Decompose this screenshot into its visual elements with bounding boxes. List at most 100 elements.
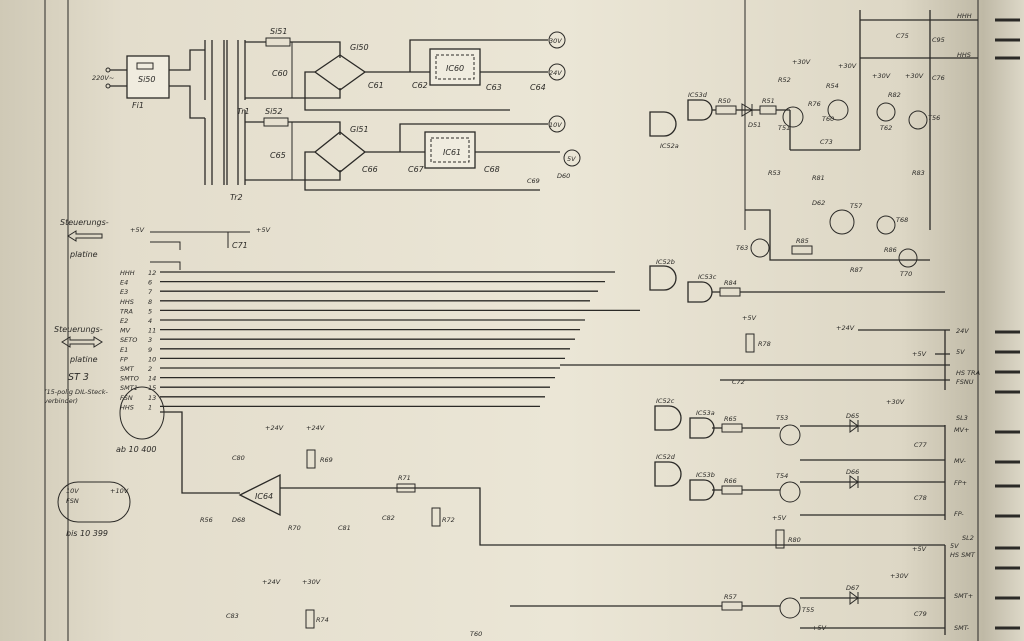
secondary1-wires	[245, 41, 341, 99]
t55-label: T55	[802, 606, 814, 614]
ab-label: ab 10 400	[116, 445, 157, 454]
p5-label: 5V	[956, 348, 965, 356]
pin-name-label: TRA	[120, 307, 133, 315]
mains-label: 220V~	[92, 74, 114, 82]
resistor-r72	[431, 507, 441, 527]
fuse-si52	[263, 117, 289, 127]
analog-section: IC64 +24V +24V C80 R69 R71 R70 C81 C82 R…	[160, 411, 945, 629]
plus24-label: +24V	[836, 324, 855, 332]
mains-terminal	[105, 83, 111, 89]
alt-fsn: FSN	[66, 497, 79, 505]
terminal-10v-label: 10V	[549, 121, 562, 129]
gate-ic53a	[689, 417, 715, 439]
resistor-r57	[721, 601, 743, 611]
smt-wire	[510, 597, 945, 607]
fuse-main-label: Si50	[138, 75, 155, 84]
r74-label: R74	[316, 616, 329, 624]
pin-number-label: 14	[148, 375, 156, 383]
rail-10v-top	[399, 123, 548, 152]
r80-label: R80	[788, 536, 801, 544]
pin-number-label: 15	[148, 384, 156, 392]
ic53c-label: IC53c	[698, 273, 717, 281]
c82-label: C82	[382, 514, 395, 522]
plus5-wire	[150, 231, 250, 250]
heading1b: platine	[69, 250, 98, 259]
gate-ic52b	[649, 265, 677, 291]
hstra-label: HS TRA	[956, 369, 980, 377]
transistor-t63	[750, 238, 770, 258]
r71-label: R71	[398, 474, 411, 482]
t60b-label: T60	[470, 630, 482, 638]
hhs-label: HHS	[957, 51, 971, 59]
v5a-label: +5V	[742, 314, 757, 322]
rail-30v-wire	[304, 71, 548, 111]
pin-name-label: MV	[120, 327, 131, 335]
transistor-t68	[876, 215, 896, 235]
fp2-label: FP-	[954, 510, 964, 518]
plus5-label: +5V	[130, 226, 145, 234]
mains-wires	[110, 49, 205, 119]
d66-label: D66	[846, 468, 859, 476]
smt1-label: SMT+	[954, 592, 973, 600]
r78-label: R78	[758, 340, 771, 348]
r53-label: R53	[768, 169, 781, 177]
diode-d67	[849, 591, 859, 605]
v30a-label: +30V	[792, 58, 811, 66]
v30g-label: +30V	[890, 572, 909, 580]
transistor-t53	[779, 424, 801, 446]
connector-name: ST 3	[68, 372, 89, 383]
v30c-label: +30V	[872, 72, 891, 80]
c79-label: C79	[914, 610, 927, 618]
fsnu-label: FSNU	[956, 378, 974, 386]
pin-name-label: HHH	[120, 269, 135, 277]
alt-connector	[57, 481, 131, 523]
c68-label: C68	[484, 165, 500, 174]
heading1: Steuerungs-	[60, 218, 109, 227]
r84-label: R84	[724, 279, 737, 287]
ic53d-label: IC53d	[688, 91, 708, 99]
d60-label: D60	[557, 172, 570, 180]
transistor-t60	[827, 99, 849, 121]
t57-label: T57	[850, 202, 863, 210]
resistor-r85	[791, 245, 813, 255]
ic60-label: IC60	[446, 64, 464, 73]
v30b-label: +30V	[838, 62, 857, 70]
sl3-label: SL3	[956, 414, 968, 422]
r81-label: R81	[812, 174, 825, 182]
gate-ic53d	[687, 99, 713, 121]
pin-name-label: SETO	[120, 336, 137, 344]
t56-label: T56	[928, 114, 940, 122]
transistor-t62	[876, 102, 896, 122]
resistor-r71	[396, 483, 416, 493]
pin-number-label: 2	[148, 365, 152, 373]
c73-label: C73	[820, 138, 833, 146]
r86-label: R86	[884, 246, 897, 254]
tr2-label: Tr2	[230, 193, 243, 202]
p5b-label: +5V	[912, 545, 927, 553]
fuse-si51	[265, 37, 291, 47]
transistor-t70	[898, 248, 918, 268]
r82-label: R82	[888, 91, 901, 99]
pin-number-label: 8	[148, 298, 152, 306]
c61-label: C61	[368, 81, 384, 90]
ic52b-label: IC52b	[656, 258, 675, 266]
pin-number-label: 3	[148, 336, 152, 344]
heading2b: platine	[69, 355, 98, 364]
pin-name-label: SMTO	[120, 375, 139, 383]
ic52d-label: IC52d	[656, 453, 676, 461]
p5c-label: 5V	[950, 542, 959, 550]
v24c-label: +24V	[262, 578, 281, 586]
mv2-label: MV-	[954, 457, 966, 465]
c60-label: C60	[272, 69, 288, 78]
c83-label: C83	[226, 612, 239, 620]
r66-label: R66	[724, 477, 737, 485]
t70-label: T70	[900, 270, 912, 278]
pin-name-label: SMT1	[120, 384, 138, 392]
terminal-24v-label: 24V	[549, 69, 562, 77]
transistor-wires	[745, 10, 978, 261]
pin-name-label: FP	[120, 355, 128, 363]
terminal-30v-label: 30V	[549, 37, 562, 45]
plus5-label: +5V	[912, 350, 927, 358]
arrow-both	[61, 336, 103, 348]
